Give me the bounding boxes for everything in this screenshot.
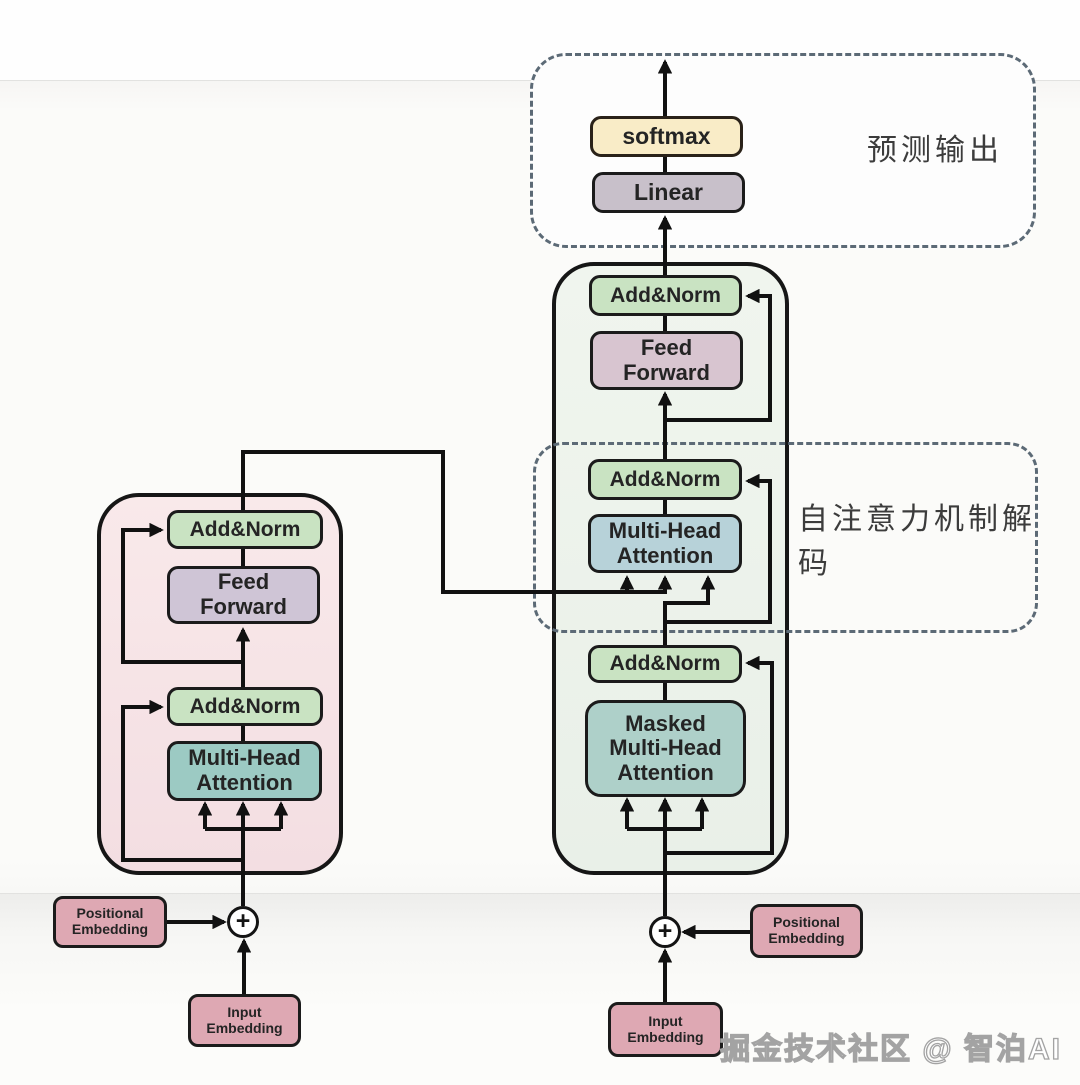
encoder-positional-embedding-label: Positional Embedding	[71, 905, 149, 937]
encoder-input-embedding-label: Input Embedding	[206, 1003, 283, 1036]
encoder-multi-head-attention-label: Multi-Head Attention	[188, 745, 301, 795]
decoder-feed-forward-label: Feed Forward	[623, 334, 710, 385]
decoder-add-operator: +	[649, 916, 681, 948]
decoder-positional-embedding: Positional Embedding	[750, 904, 863, 958]
encoder-feed-forward-label: Feed Forward	[200, 569, 287, 619]
encoder-add-operator: +	[227, 906, 259, 938]
decoder-add-norm-mid: Add&Norm	[588, 459, 742, 500]
decoder-multi-head-attention-label: Multi-Head Attention	[608, 517, 722, 568]
decoder-add-norm-bottom: Add&Norm	[588, 645, 742, 683]
prediction-output-label: 预测输出	[867, 134, 1003, 167]
decoder-masked-multi-head-attention: Masked Multi-Head Attention	[585, 700, 746, 797]
softmax-block: softmax	[590, 116, 743, 157]
linear-block: Linear	[592, 172, 745, 213]
decoder-input-embedding: Input Embedding	[608, 1002, 723, 1057]
decoder-multi-head-attention: Multi-Head Attention	[588, 514, 742, 573]
decoder-masked-multi-head-attention-label: Masked Multi-Head Attention	[609, 710, 722, 785]
decoder-feed-forward: Feed Forward	[590, 331, 743, 390]
watermark-text: 掘金技术社区 @ 智泊AI	[719, 1032, 1062, 1066]
encoder-add-norm-bottom: Add&Norm	[167, 687, 323, 726]
decoder-positional-embedding-label: Positional Embedding	[768, 914, 845, 946]
encoder-container	[97, 493, 343, 875]
encoder-feed-forward: Feed Forward	[167, 566, 320, 624]
background-bottom-band	[0, 893, 1080, 1085]
encoder-input-embedding: Input Embedding	[188, 994, 301, 1047]
self-attention-decoding-label: 自注意力机制解码	[798, 503, 1042, 580]
encoder-add-norm-top: Add&Norm	[167, 510, 323, 549]
decoder-add-norm-top: Add&Norm	[589, 275, 742, 316]
encoder-multi-head-attention: Multi-Head Attention	[167, 741, 322, 801]
decoder-input-embedding-label: Input Embedding	[627, 1012, 704, 1045]
background-seam-bottom	[0, 893, 1080, 894]
encoder-positional-embedding: Positional Embedding	[53, 896, 167, 948]
